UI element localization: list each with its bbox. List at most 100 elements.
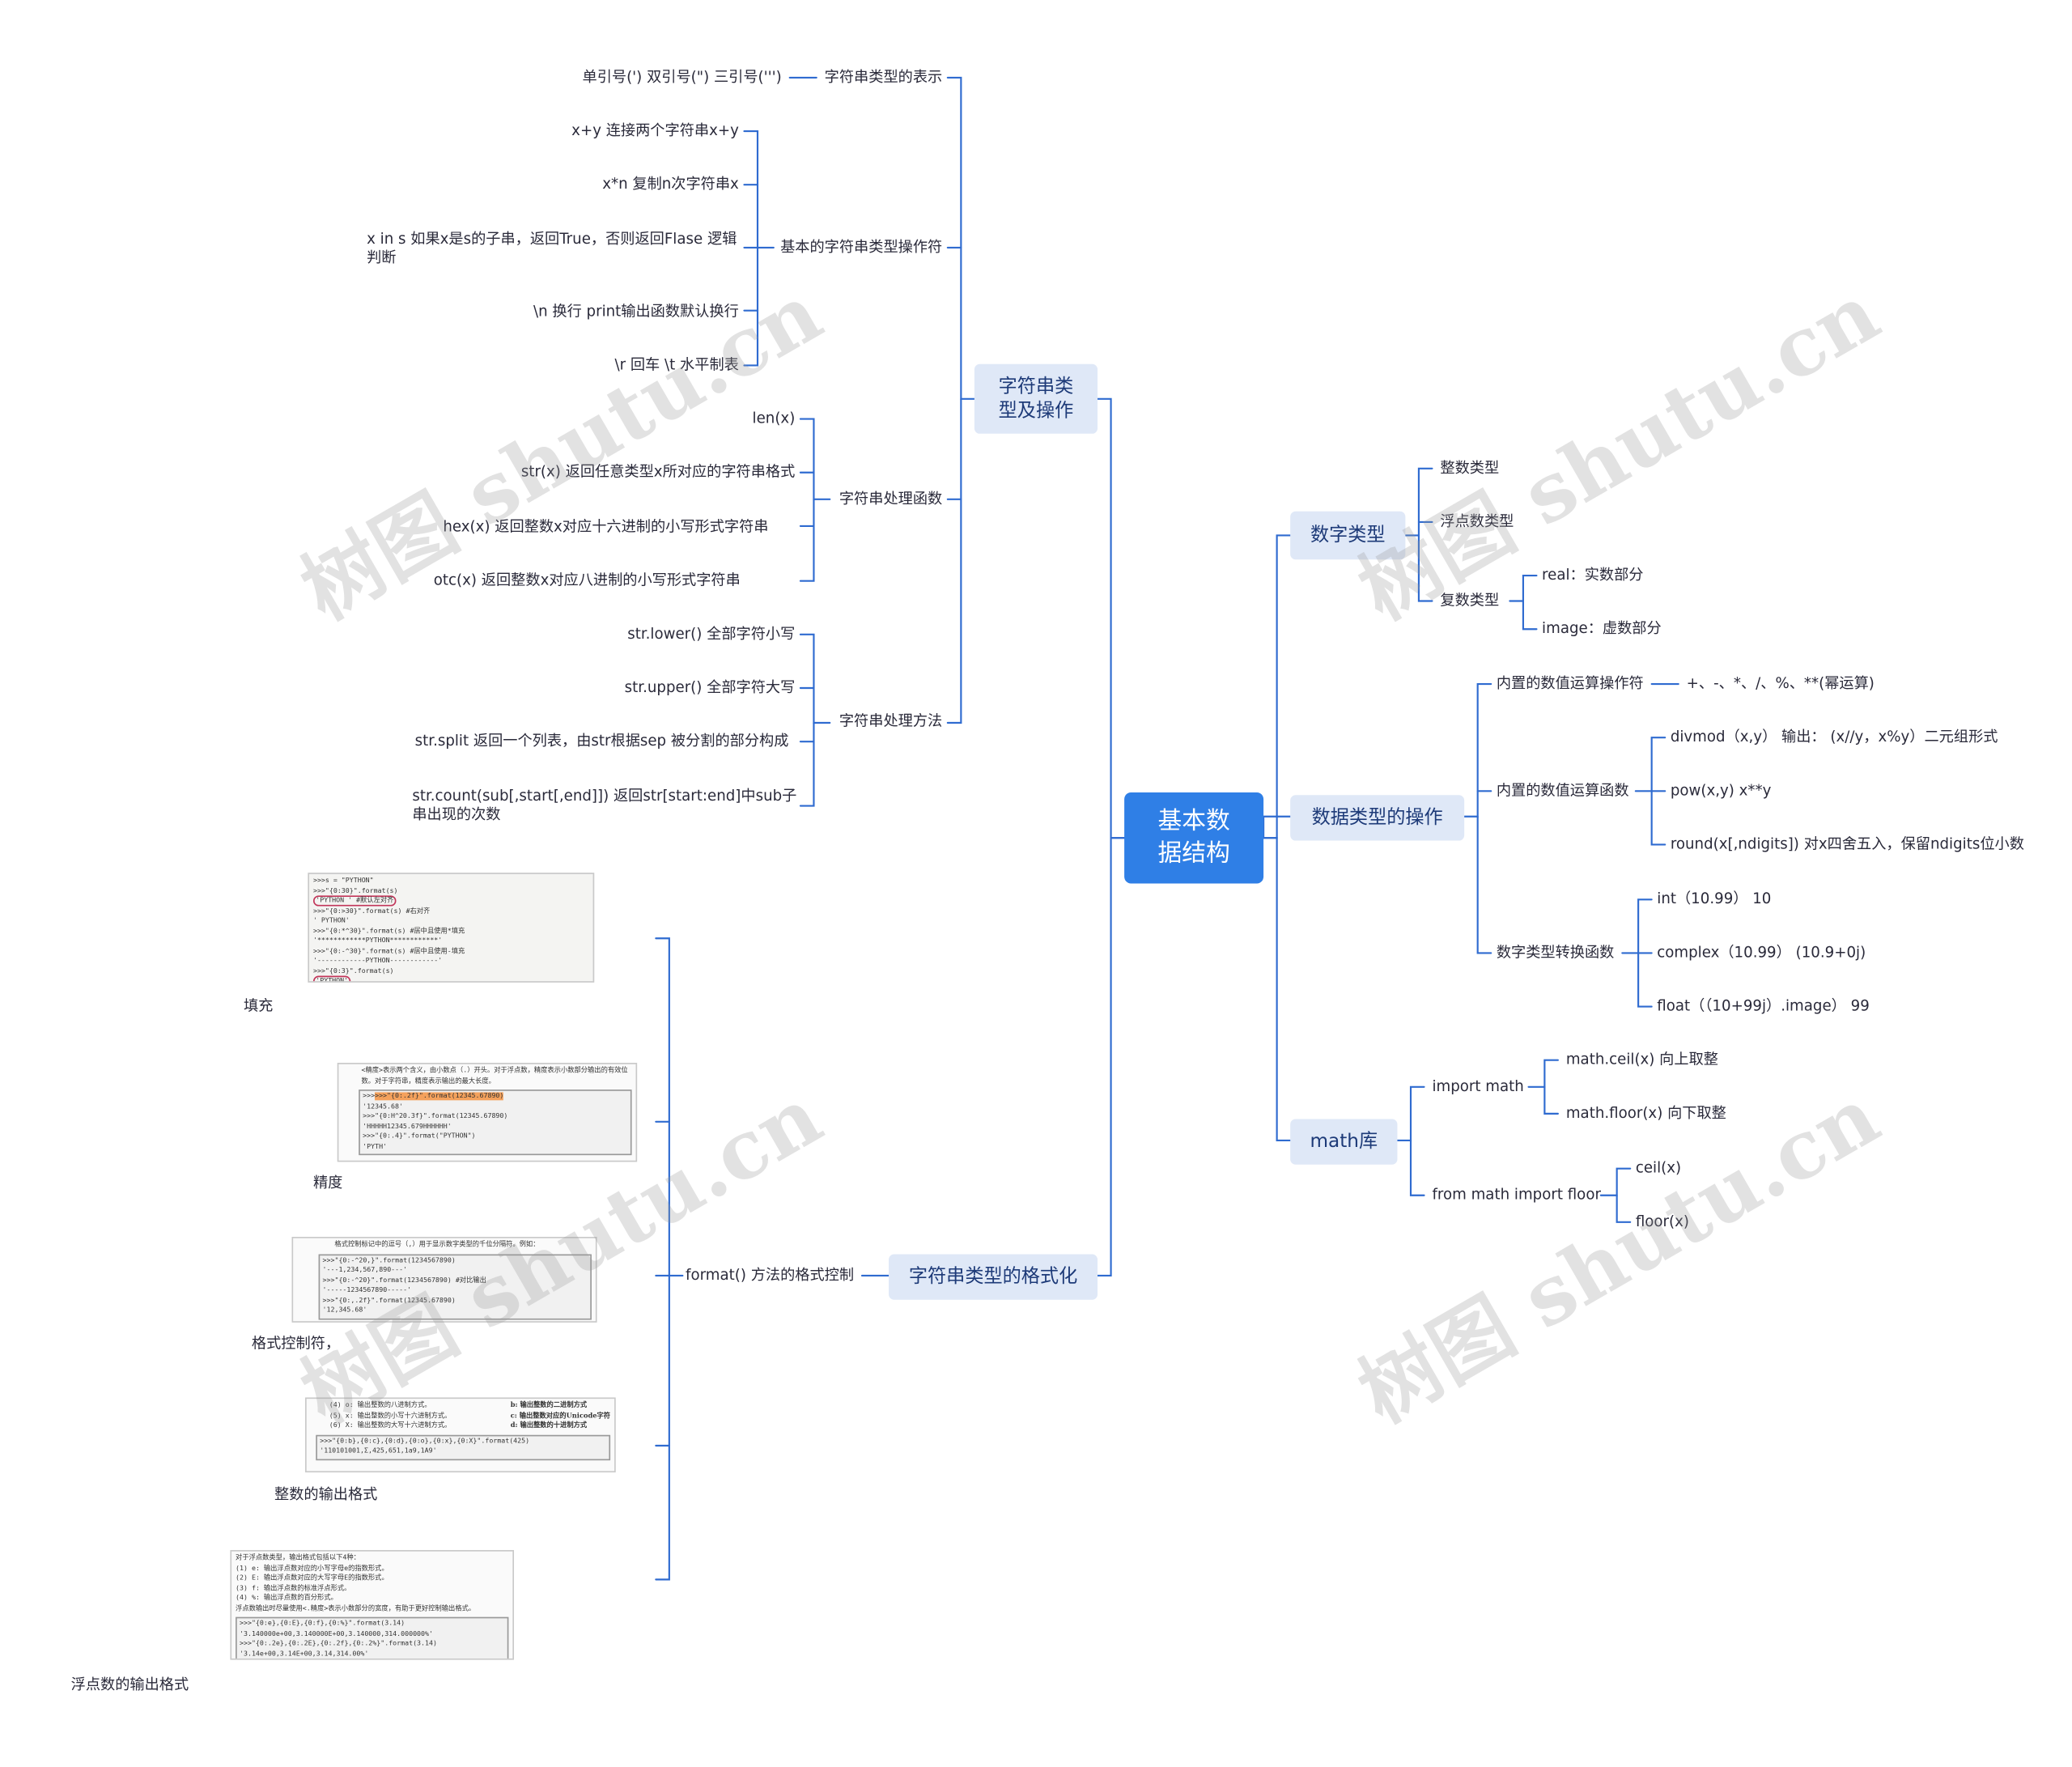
leaf-builtin-ops-value[interactable]: +、-、*、/、%、**(幂运算) [1686, 674, 1875, 692]
comma-code-block: >>>"{0:-^20,}".format(1234567890) '---1,… [318, 1253, 592, 1319]
node-math[interactable]: math库 [1290, 1119, 1398, 1165]
root-label: 基本数据结构 [1157, 807, 1230, 868]
fill-line: ' PYTHON' [312, 916, 350, 925]
comma-line: '---1,234,567,890---' [322, 1266, 408, 1275]
leaf-func-len[interactable]: len(x) [752, 410, 796, 427]
leaf-method-count[interactable]: str.count(sub[,start[,end]]) 返回str[start… [412, 787, 797, 824]
node-string-repr[interactable]: 字符串类型的表示 [824, 68, 943, 86]
precision-line: 'HHHHH12345.679HHHHHH' [363, 1122, 452, 1131]
precision-line-prompt: >>> [363, 1092, 376, 1101]
label-fill[interactable]: 填充 [243, 997, 274, 1015]
node-complex-type[interactable]: 复数类型 [1440, 591, 1500, 610]
precision-line: >>>>>>"{0:.2f}".format(12345.67890) [363, 1092, 627, 1102]
fill-line: 'PYTHON ' #默认左对齐 [312, 895, 589, 907]
leaf-op-concat[interactable]: x+y 连接两个字符串x+y [571, 121, 739, 139]
node-format[interactable]: 字符串类型的格式化 [889, 1254, 1098, 1300]
leaf-math-floor[interactable]: math.floor(x) 向下取整 [1565, 1104, 1726, 1122]
leaf-func-str[interactable]: str(x) 返回任意类型x所对应的字符串格式 [520, 463, 796, 481]
leaf-floor[interactable]: floor(x) [1635, 1213, 1689, 1230]
leaf-method-upper[interactable]: str.upper() 全部字符大写 [624, 678, 796, 696]
label-float-format[interactable]: 浮点数的输出格式 [70, 1676, 189, 1693]
float-note-line: (2) E: 输出浮点数对应的大写字母E的指数形式。 [236, 1574, 388, 1582]
int-handwritten-col: b: 输出整数的二进制方式 c: 输出整数对应的Unicode字符 d: 输出整… [511, 1401, 610, 1431]
leaf-op-repeat[interactable]: x*n 复制n次字符串x [602, 175, 739, 193]
node-string-ops[interactable]: 基本的字符串类型操作符 [780, 238, 943, 256]
float-note-line: 对于浮点数类型，输出格式包括以下4种： [236, 1553, 360, 1562]
leaf-func-oct[interactable]: otc(x) 返回整数x对应八进制的小写形式字符串 [433, 571, 741, 589]
fill-line: >>>"{0:30}".format(s) [312, 886, 398, 895]
node-type-ops[interactable]: 数据类型的操作 [1290, 795, 1465, 841]
int-code-block: >>>"{0:b},{0:c},{0:d},{0:o},{0:x},{0:X}"… [316, 1434, 611, 1460]
node-builtin-funcs[interactable]: 内置的数值运算函数 [1496, 781, 1629, 800]
comma-line: '-----1234567890-----' [322, 1286, 412, 1295]
fill-line: >>>"{0:3}".format(s) [312, 966, 394, 975]
label-format-spec[interactable]: 格式控制符， [251, 1334, 341, 1353]
precision-line: '12345.68' [363, 1102, 403, 1111]
leaf-conv-float[interactable]: float（（10+99j）.image） 99 [1657, 997, 1870, 1015]
leaf-func-hex[interactable]: hex(x) 返回整数x对应十六进制的小写形式字符串 [443, 517, 769, 536]
float-code-line: '3.14e+00,3.14E+00,3.14,314.00%' [240, 1650, 369, 1659]
image-comma-example: 格式控制标记中的逗号（,）用于显示数字类型的千位分隔符。例如： >>>"{0:-… [291, 1237, 597, 1323]
leaf-op-in[interactable]: x in s 如果x是s的子串，返回True，否则返回Flase 逻辑判断 [367, 230, 737, 267]
node-format-method[interactable]: format() 方法的格式控制 [686, 1266, 855, 1284]
fill-line: '------------PYTHON------------' [312, 957, 443, 966]
float-code-block: >>>"{0:e},{0:E},{0:f},{0:%}".format(3.14… [236, 1616, 509, 1659]
int-note-line: (5) x: 输出整数的小写十六进制方式。 [329, 1411, 452, 1420]
int-hand-line: b: 输出整数的二进制方式 [510, 1401, 588, 1410]
precision-code-block: >>>>>>"{0:.2f}".format(12345.67890) '123… [359, 1090, 632, 1156]
fill-line: >>>s = "PYTHON" [312, 877, 374, 886]
node-type-conv[interactable]: 数字类型转换函数 [1496, 943, 1615, 962]
int-note-col: (4) o: 输出整数的八进制方式。 (5) x: 输出整数的小写十六进制方式。… [329, 1401, 452, 1431]
comma-line: >>>"{0:-^20}".format(1234567890) #对比输出 [322, 1276, 486, 1285]
precision-line: >>>"{0:.4}".format("PYTHON") [363, 1132, 476, 1140]
image-int-example: (4) o: 输出整数的八进制方式。 (5) x: 输出整数的小写十六进制方式。… [305, 1397, 616, 1473]
leaf-ceil[interactable]: ceil(x) [1635, 1159, 1682, 1177]
float-note-line: (3) f: 输出浮点数的标准浮点形式。 [236, 1584, 351, 1593]
leaf-complex-real[interactable]: real：实数部分 [1542, 566, 1644, 584]
leaf-pow[interactable]: pow(x,y) x**y [1670, 781, 1772, 800]
leaf-conv-complex[interactable]: complex（10.99） (10.9+0j) [1657, 943, 1866, 962]
fill-line: >>>"{0:-^30}".format(s) #居中且使用-填充 [312, 946, 465, 955]
fill-line: '************PYTHON************' [312, 937, 443, 945]
root-node[interactable]: 基本数据结构 [1124, 792, 1264, 884]
node-string-methods[interactable]: 字符串处理方法 [839, 711, 943, 730]
leaf-method-lower[interactable]: str.lower() 全部字符小写 [627, 625, 796, 643]
image-fill-example: >>>s = "PYTHON" >>>"{0:30}".format(s) 'P… [308, 873, 595, 983]
node-numeric[interactable]: 数字类型 [1290, 511, 1406, 560]
node-type-ops-label: 数据类型的操作 [1311, 807, 1443, 829]
leaf-divmod[interactable]: divmod（x,y） 输出： (x//y，x%y）二元组形式 [1670, 728, 1998, 746]
leaf-float-type[interactable]: 浮点数类型 [1440, 512, 1514, 530]
leaf-op-tab[interactable]: \r 回车 \t 水平制表 [614, 355, 739, 374]
node-builtin-ops[interactable]: 内置的数值运算操作符 [1496, 674, 1644, 692]
int-note-line: (4) o: 输出整数的八进制方式。 [329, 1401, 431, 1410]
node-string-types[interactable]: 字符串类型及操作 [974, 363, 1098, 434]
float-note-line: (4) %: 输出浮点数的百分形式。 [236, 1594, 338, 1603]
leaf-math-ceil[interactable]: math.ceil(x) 向上取整 [1565, 1051, 1718, 1068]
int-code-line: '110101001,Ʃ,425,651,1a9,1A9' [320, 1446, 437, 1455]
precision-line: >>>"{0:H^20.3f}".format(12345.67890) [363, 1112, 508, 1121]
node-from-math[interactable]: from math import floor [1432, 1186, 1601, 1204]
label-int-format[interactable]: 整数的输出格式 [274, 1485, 378, 1504]
node-string-funcs[interactable]: 字符串处理函数 [839, 490, 943, 508]
leaf-complex-imag[interactable]: image：虚数部分 [1542, 619, 1662, 638]
node-math-label: math库 [1310, 1131, 1378, 1153]
float-code-line: >>>"{0:.2e},{0:.2E},{0:.2f},{0:.2%}".for… [240, 1639, 437, 1648]
leaf-int-type[interactable]: 整数类型 [1440, 459, 1500, 477]
node-string-types-label: 字符串类型及操作 [998, 376, 1074, 422]
float-note-line: (1) e: 输出浮点数对应的小写字母e的指数形式。 [236, 1564, 388, 1573]
leaf-op-newline[interactable]: \n 换行 print输出函数默认换行 [533, 302, 739, 321]
label-precision[interactable]: 精度 [312, 1174, 343, 1191]
comma-line: >>>"{0:,.2f}".format(12345.67890) [322, 1296, 456, 1305]
fill-line-circled: 'PYTHON' [312, 975, 351, 982]
leaf-method-split[interactable]: str.split 返回一个列表，由str根据sep 被分割的部分构成 [414, 732, 789, 750]
int-code-line: >>>"{0:b},{0:c},{0:d},{0:o},{0:x},{0:X}"… [320, 1437, 530, 1446]
leaf-round[interactable]: round(x[,ndigits]) 对x四舍五入，保留ndigits位小数 [1670, 835, 2024, 853]
leaf-conv-int[interactable]: int（10.99） 10 [1657, 890, 1772, 908]
comma-note: 格式控制标记中的逗号（,）用于显示数字类型的千位分隔符。例如： [334, 1240, 540, 1249]
precision-line: 'PYTH' [363, 1142, 388, 1151]
leaf-repr-quotes[interactable]: 单引号(') 双引号(") 三引号(''') [582, 68, 782, 86]
node-import-math[interactable]: import math [1432, 1077, 1524, 1095]
fill-line: >>>"{0:*^30}".format(s) #居中且使用*填充 [312, 927, 465, 936]
